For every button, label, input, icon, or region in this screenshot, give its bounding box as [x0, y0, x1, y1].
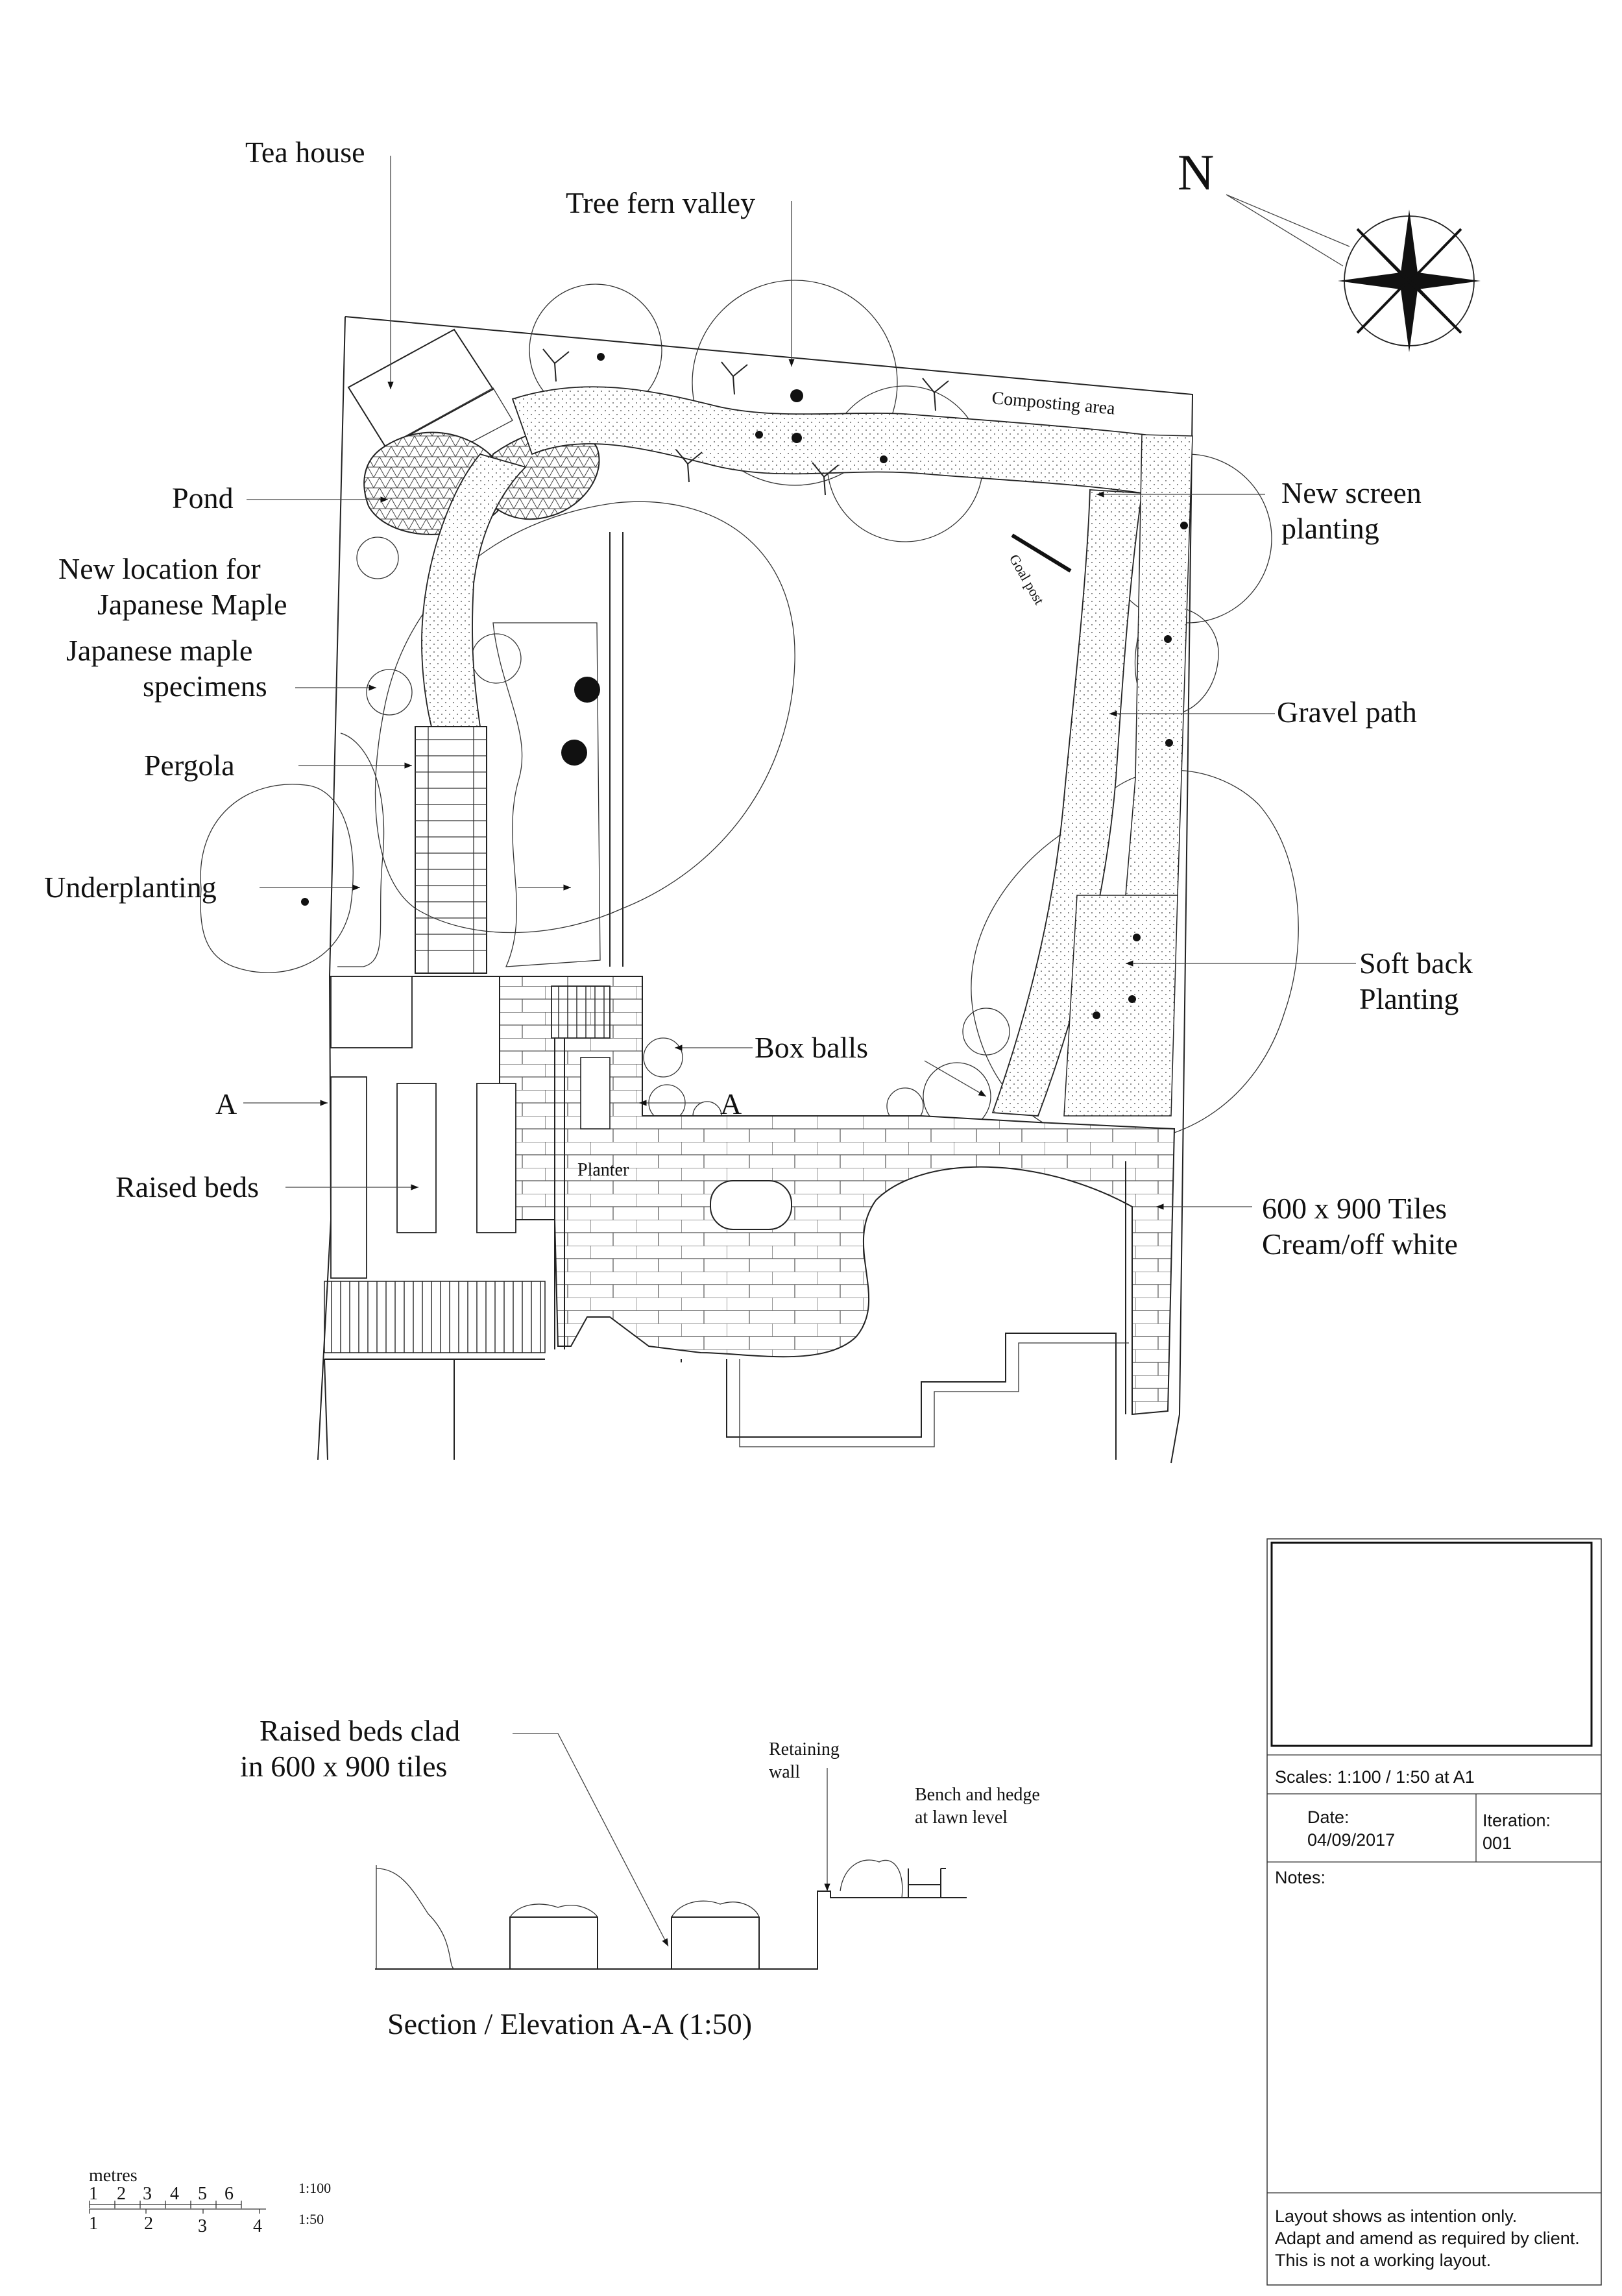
label-tree-fern-valley: Tree fern valley [566, 186, 755, 219]
scale-r1-3: 3 [143, 2184, 152, 2204]
section-label-retaining-2: wall [769, 1762, 800, 1782]
section-label-retaining-1: Retaining [769, 1739, 840, 1759]
label-new-location-2: Japanese Maple [97, 588, 287, 621]
raised-bed-2 [476, 1083, 516, 1233]
label-box-balls: Box balls [755, 1031, 868, 1064]
label-new-location-1: New location for [58, 552, 261, 585]
scale-r1-1: 1 [89, 2184, 98, 2204]
north-letter: N [1178, 144, 1214, 200]
maple-bed-edge [492, 622, 601, 967]
scale-r2-ratio: 1:50 [298, 2211, 324, 2227]
fence [324, 1281, 546, 1353]
tb-disclaimer-2: Adapt and amend as required by client. [1275, 2229, 1580, 2248]
section-label-clad-2: in 600 x 900 tiles [240, 1750, 447, 1783]
label-section-a-right: A [720, 1087, 742, 1120]
scale-r1-5: 5 [198, 2184, 207, 2204]
label-new-screen-2: planting [1281, 512, 1379, 545]
tree-ferns [542, 348, 949, 496]
tb-iteration-label: Iteration: [1483, 1811, 1551, 1830]
label-soft-back-2: Planting [1359, 982, 1459, 1015]
scale-r2-3: 3 [198, 2216, 207, 2236]
tb-notes-label: Notes: [1275, 1868, 1325, 1887]
table [710, 1180, 792, 1230]
section-label-bench-2: at lawn level [915, 1807, 1008, 1828]
section-label-bench-1: Bench and hedge [915, 1785, 1040, 1805]
plan-leaders [243, 156, 1356, 1210]
west-bed-edge [337, 732, 385, 967]
steps [551, 985, 611, 1039]
house-outline [324, 1333, 1117, 1460]
soft-back-strip [1063, 895, 1178, 1117]
label-composting-area: Composting area [991, 388, 1116, 419]
section-elevation [375, 1733, 967, 1970]
label-pond: Pond [172, 481, 234, 514]
tb-iteration-value: 001 [1483, 1833, 1512, 1853]
scale-r2-4: 4 [253, 2216, 262, 2236]
raised-bed-west-strip [330, 1076, 367, 1279]
label-tiles-1: 600 x 900 Tiles [1262, 1192, 1447, 1225]
scale-r1-4: 4 [170, 2184, 179, 2204]
scale-unit: metres [89, 2166, 138, 2186]
house-inner [739, 1342, 1129, 1447]
planter-box [580, 1057, 611, 1130]
scale-r1-6: 6 [224, 2184, 234, 2204]
tb-scales: Scales: 1:100 / 1:50 at A1 [1275, 1767, 1475, 1787]
section-title: Section / Elevation A-A (1:50) [387, 2007, 752, 2040]
label-pergola: Pergola [144, 749, 235, 782]
label-soft-back-1: Soft back [1359, 947, 1473, 980]
label-underplanting: Underplanting [44, 871, 217, 904]
raised-bed-1 [396, 1083, 437, 1233]
north-arrow: N [1178, 144, 1481, 352]
label-maple-specimens-2: specimens [143, 670, 267, 703]
scale-bar: metres 1 2 3 4 5 6 1:100 1 2 3 4 1:50 [89, 2166, 331, 2236]
tb-disclaimer-3: This is not a working layout. [1275, 2251, 1491, 2270]
pergola [415, 726, 487, 974]
label-tiles-2: Cream/off white [1262, 1227, 1458, 1261]
label-maple-specimens-1: Japanese maple [66, 634, 252, 667]
tb-date-label: Date: [1307, 1807, 1350, 1827]
scale-r2-1: 1 [89, 2214, 98, 2234]
goal-post [1011, 533, 1072, 573]
divider-wall [554, 1038, 565, 1349]
tb-date-value: 04/09/2017 [1307, 1830, 1395, 1850]
pergola-walls [609, 532, 623, 967]
title-block [1266, 1538, 1602, 2286]
gravel-path-east [991, 489, 1143, 1117]
goal-post-label: Goal post [1006, 551, 1048, 607]
label-planter: Planter [577, 1160, 629, 1180]
label-section-a-left: A [215, 1087, 237, 1120]
tree-trunks [301, 353, 1188, 1019]
label-new-screen-1: New screen [1281, 476, 1422, 509]
scale-r1-2: 2 [117, 2184, 126, 2204]
label-raised-beds: Raised beds [115, 1170, 259, 1203]
scale-r1-ratio: 1:100 [298, 2180, 331, 2196]
terrace-corner-block [330, 976, 413, 1048]
scale-r2-2: 2 [144, 2214, 153, 2234]
label-gravel-path: Gravel path [1277, 695, 1417, 729]
section-label-clad-1: Raised beds clad [260, 1714, 460, 1747]
label-tea-house: Tea house [245, 136, 365, 169]
tb-disclaimer-1: Layout shows as intention only. [1275, 2206, 1517, 2226]
